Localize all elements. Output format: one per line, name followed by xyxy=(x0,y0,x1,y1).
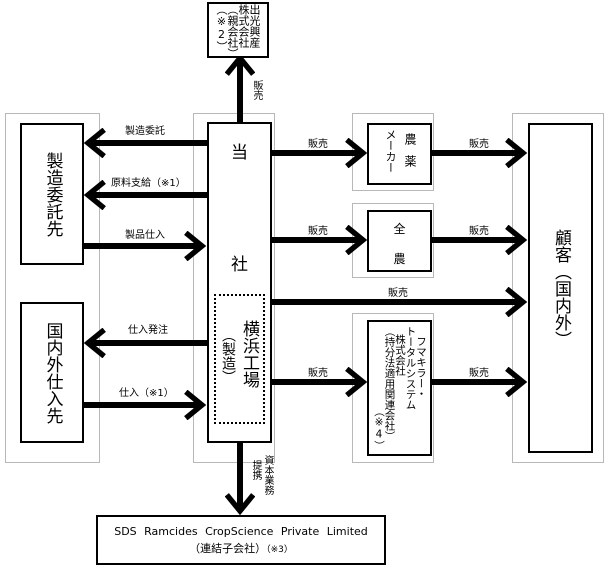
fumakilla-box: フマキラー・ トータルシステム 株式会社 （持分法適用関連会社） （※4） xyxy=(367,320,432,456)
fumakilla-note: （持分法適用関連会社） xyxy=(383,326,396,442)
fumakilla-name-line2: トータルシステム xyxy=(404,326,417,410)
customer-label: 顧客（国内外） xyxy=(551,228,571,348)
fumakilla-name-line3: 株式会社 xyxy=(394,334,406,376)
parent-company-note: （親会社） xyxy=(226,4,239,59)
pesticide-maker-box: 農薬 メーカー xyxy=(367,123,432,185)
factory-sub: （製造） xyxy=(220,328,236,384)
contract-manufacturer-label: 製造委託先 xyxy=(42,151,63,237)
subsidiary-note-row: （連結子会社）（※3） xyxy=(189,540,293,556)
label-fumakilla-to-customer: 販売 xyxy=(469,368,489,379)
pesticide-maker-label-col2: メーカー xyxy=(384,129,397,173)
factory-box: 横浜工場 （製造） xyxy=(214,294,265,424)
label-purchase-order: 仕入発注 xyxy=(128,325,168,336)
fumakilla-name-line1: フマキラー・ xyxy=(415,336,427,399)
label-zennoh-to-customer: 販売 xyxy=(469,226,489,237)
parent-company-ref: （※2） xyxy=(215,4,228,52)
subsidiary-box: SDS Ramcides CropScience Private Limited… xyxy=(96,515,386,565)
label-sale-maker: 販売 xyxy=(308,139,328,150)
supplier-label: 国内外仕入先 xyxy=(42,321,63,424)
label-sale-zennoh: 販売 xyxy=(308,226,328,237)
company-box: 当 社 横浜工場 （製造） xyxy=(207,122,272,443)
label-capital-alliance-line1: 資本業務 xyxy=(262,455,273,495)
company-label-bottom: 社 xyxy=(231,255,248,275)
label-material-supply: 原料支給（※1） xyxy=(111,178,186,189)
pesticide-maker-label-col1: 農薬 xyxy=(403,133,417,177)
label-consign-manufacture: 製造委託 xyxy=(125,126,165,137)
label-product-purchase: 製品仕入 xyxy=(125,230,165,241)
label-purchase: 仕入（※1） xyxy=(119,388,174,399)
fumakilla-ref: （※4） xyxy=(373,406,385,451)
label-capital-alliance-line2: 提携 xyxy=(250,460,261,480)
label-maker-to-customer: 販売 xyxy=(469,139,489,150)
zennoh-box: 全 農 xyxy=(367,210,432,272)
contract-manufacturer-box: 製造委託先 xyxy=(20,123,84,265)
label-to-parent: 販売 xyxy=(251,80,262,100)
parent-company-label: 出光興産 株式会社 （親会社） （※2） xyxy=(215,4,261,59)
fumakilla-label: フマキラー・ トータルシステム 株式会社 （持分法適用関連会社） （※4） xyxy=(373,326,427,451)
factory-name: 横浜工場 xyxy=(239,320,259,388)
customer-box: 顧客（国内外） xyxy=(528,123,593,453)
parent-company-name-line2: 株式会社 xyxy=(237,4,250,48)
company-label-top: 当 xyxy=(231,143,248,163)
zennoh-label-bottom: 農 xyxy=(393,252,406,266)
parent-company-box: 出光興産 株式会社 （親会社） （※2） xyxy=(207,2,269,59)
supplier-box: 国内外仕入先 xyxy=(20,302,84,443)
subsidiary-ref: （※3） xyxy=(266,544,293,555)
subsidiary-name: SDS Ramcides CropScience Private Limited xyxy=(114,524,368,538)
label-sale-direct: 販売 xyxy=(388,288,408,299)
parent-company-name-line1: 出光興産 xyxy=(248,4,261,48)
subsidiary-note: （連結子会社） xyxy=(189,541,267,555)
label-sale-fumakilla: 販売 xyxy=(308,368,328,379)
zennoh-label-top: 全 xyxy=(393,222,406,236)
